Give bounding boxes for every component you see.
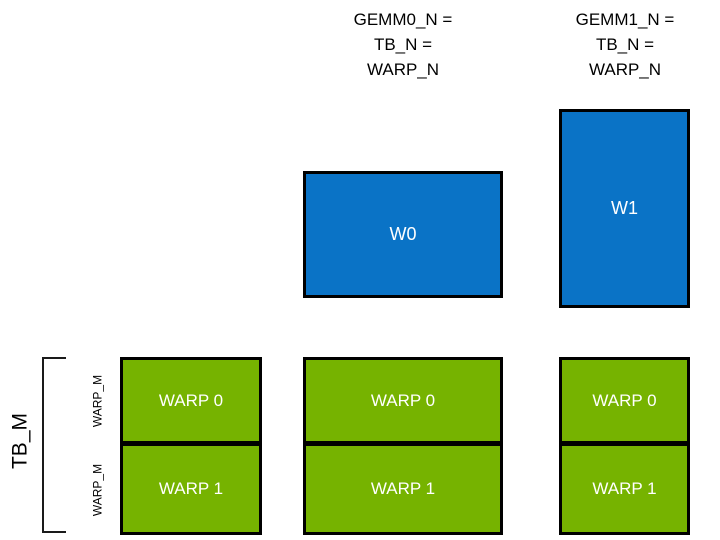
blue-tile-w1-label: W1 xyxy=(611,198,638,218)
green-cell-col2-warp0: WARP 0 xyxy=(559,357,690,444)
green-cell-col2-warp1: WARP 1 xyxy=(559,443,690,535)
blue-tile-w1: W1 xyxy=(559,109,690,308)
gemm1-column-caption: GEMM1_N = TB_N = WARP_N xyxy=(575,10,675,79)
green-cell-col0-warp1-label: WARP 1 xyxy=(158,479,224,498)
blue-tile-w0-label: W0 xyxy=(389,224,417,244)
green-cell-col2-warp1-label: WARP 1 xyxy=(592,479,657,498)
warp-m-axis-label-1: WARP_M xyxy=(90,463,105,517)
green-cell-col0-warp0-label: WARP 0 xyxy=(158,390,224,410)
green-cell-col1-warp1: WARP 1 xyxy=(303,443,503,535)
green-cell-col0-warp0: WARP 0 xyxy=(120,357,262,444)
green-cell-col1-warp0: WARP 0 xyxy=(303,357,503,444)
green-cell-col0-warp1: WARP 1 xyxy=(120,443,262,535)
green-column-1: WARP 0 WARP 1 xyxy=(303,357,503,536)
green-column-2: WARP 0 WARP 1 xyxy=(559,357,690,536)
gemm0-column-caption: GEMM0_N = TB_N = WARP_N xyxy=(353,10,453,79)
green-cell-col2-warp0-label: WARP 0 xyxy=(592,390,657,410)
warp-m-axis-label-0: WARP_M xyxy=(90,374,105,428)
green-cell-col1-warp1-label: WARP 1 xyxy=(370,479,436,498)
tb-m-bracket xyxy=(42,357,66,533)
green-cell-col1-warp0-label: WARP 0 xyxy=(370,390,436,410)
tb-m-axis-label: TB_M xyxy=(8,413,32,470)
blue-tile-w0: W0 xyxy=(303,171,503,298)
green-column-0: WARP 0 WARP 1 xyxy=(120,357,262,536)
